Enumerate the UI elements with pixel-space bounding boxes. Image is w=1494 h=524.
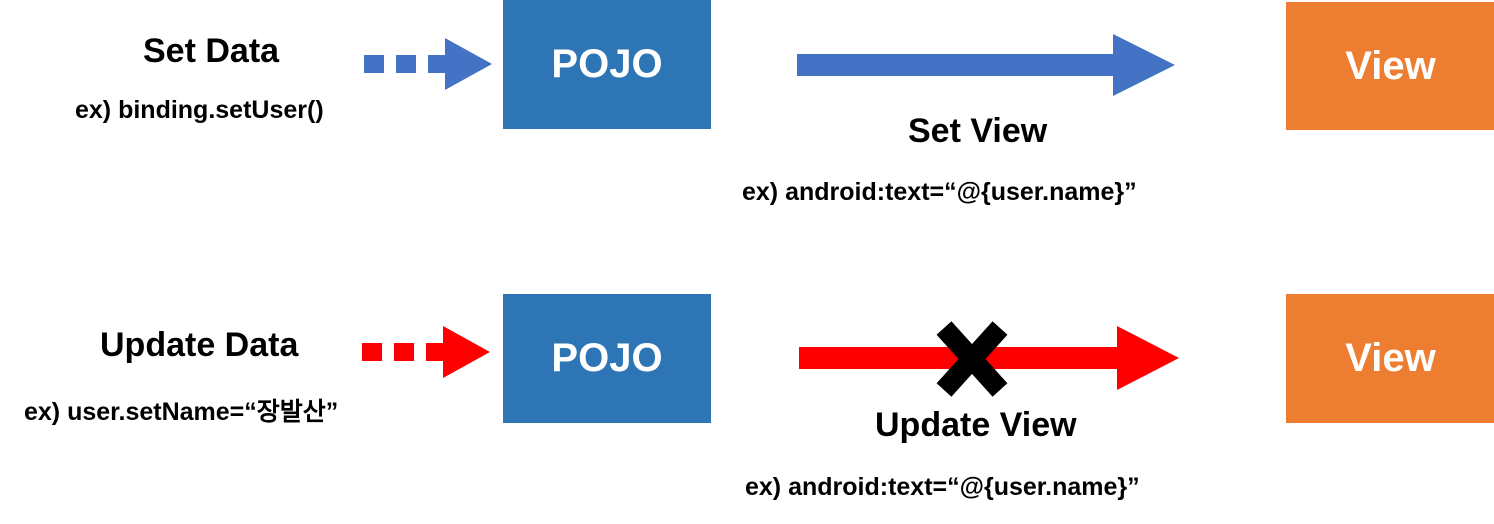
- set-view-title: Set View: [908, 112, 1048, 150]
- update-view-example: ex) android:text=“@{user.name}”: [745, 473, 1140, 501]
- dashed-arrow-icon: [364, 38, 492, 90]
- set-view-example: ex) android:text=“@{user.name}”: [742, 178, 1137, 206]
- dashed-arrow-icon: [362, 326, 490, 378]
- pojo-box: POJO: [503, 0, 711, 129]
- set-data-example: ex) binding.setUser(): [75, 96, 324, 124]
- update-data-title: Update Data: [100, 326, 299, 364]
- set-data-title: Set Data: [143, 32, 280, 70]
- pojo-box: POJO: [503, 294, 711, 423]
- update-view-title: Update View: [875, 406, 1077, 444]
- update-data-example: ex) user.setName=“장발산”: [24, 398, 339, 426]
- view-box: View: [1286, 2, 1494, 130]
- blocked-cross-icon: [936, 321, 1008, 397]
- view-box: View: [1286, 294, 1494, 423]
- solid-arrow-icon: [797, 34, 1175, 96]
